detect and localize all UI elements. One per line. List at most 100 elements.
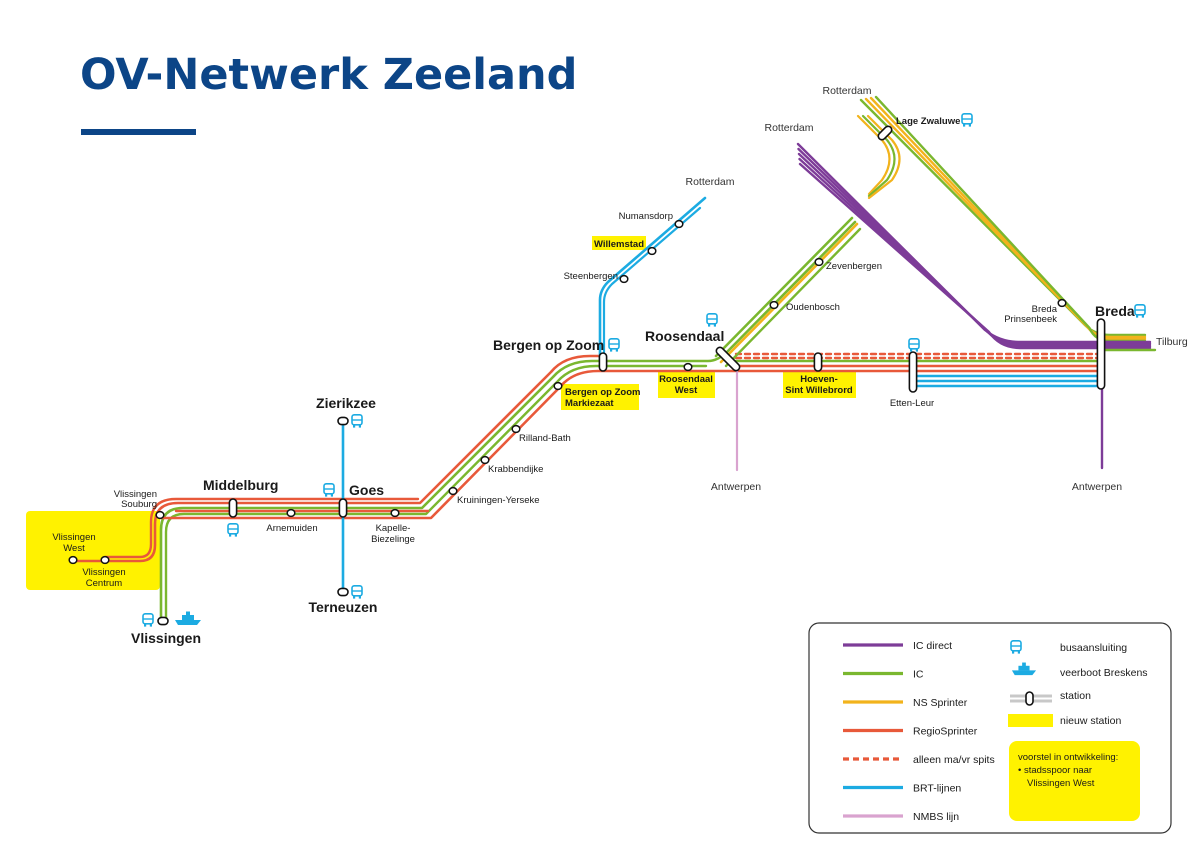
label-vlissingen: Vlissingen (131, 630, 201, 646)
station-breda-prinsenbeek (1057, 298, 1067, 308)
label-middelburg: Middelburg (203, 477, 278, 493)
legend-label-line-3: RegioSprinter (913, 726, 978, 738)
sprinter-line-zevenbergen (719, 222, 859, 364)
label-numansdorp: Numansdorp (619, 211, 673, 222)
label-bergen-op-zoom: Bergen op Zoom (493, 337, 604, 353)
station-vlissingen-west (68, 555, 78, 565)
station-rilland-bath (511, 424, 521, 434)
label-breda-prinsenbeek-1: Breda (1032, 304, 1058, 315)
station-breda-marker (1096, 318, 1106, 390)
station-lage-zwaluwe-marker (877, 125, 893, 141)
ferry-icon (175, 611, 201, 625)
ic-direct-line-4 (798, 162, 1152, 350)
lage-zwaluwe-curve-1 (861, 114, 896, 198)
station-kruiningen-yerseke-marker (448, 486, 458, 496)
label-willemstad: Willemstad (594, 239, 644, 250)
station-bergen-op-zoom-marker (598, 352, 608, 372)
title-underline (81, 129, 196, 135)
legend-label-line-1: IC (913, 669, 924, 681)
station-terneuzen-marker (337, 587, 349, 597)
station-bergen-op-zoom-markiezaat-marker (553, 381, 563, 391)
label-tilburg: Tilburg (1156, 336, 1188, 348)
station-krabbendijke-marker (480, 455, 490, 465)
rail-lines (70, 95, 1157, 622)
station-krabbendijke (480, 455, 490, 465)
lage-zwaluwe-line-1 (864, 97, 1147, 339)
legend-label-line-6: NMBS lijn (913, 811, 959, 823)
station-steenbergen (619, 274, 629, 284)
label-zierikzee: Zierikzee (316, 395, 376, 411)
station-bergen-op-zoom-markiezaat (553, 381, 563, 391)
bus-icon (142, 613, 154, 627)
station-steenbergen-marker (619, 274, 629, 284)
bus-icon (323, 483, 335, 497)
station-vlissingen-centrum-marker (100, 555, 110, 565)
station-kapelle-biezelinge (390, 508, 400, 518)
station-vlissingen-souburg-marker (155, 510, 165, 520)
station-zierikzee (337, 416, 349, 426)
station-vlissingen (157, 616, 169, 626)
bus-icon (908, 338, 920, 352)
legend-note-bullet: • stadsspoor naar (1018, 765, 1092, 776)
station-goes-marker (338, 498, 348, 518)
label-kapelle-2: Biezelinge (371, 534, 415, 545)
station-middelburg (228, 498, 238, 518)
ic-line-zevenbergen (714, 216, 854, 358)
station-hoeven-sint-willebrord-marker (813, 352, 823, 372)
station-icon (1010, 691, 1052, 706)
station-zevenbergen (814, 257, 824, 267)
station-vlissingen-marker (157, 616, 169, 626)
legend-label-ferry: veerboot Breskens (1060, 667, 1148, 679)
station-zevenbergen-marker (814, 257, 824, 267)
label-vlissingen-west-2: West (63, 543, 85, 554)
station-kruiningen-yerseke (448, 486, 458, 496)
station-lage-zwaluwe (877, 125, 893, 141)
ic-line-zevenbergen-2 (724, 227, 862, 368)
legend-label-new-station: nieuw station (1060, 715, 1121, 727)
station-labels: Vlissingen Vlissingen Souburg Vlissingen… (52, 85, 1188, 646)
bus-icon (961, 113, 973, 127)
label-hoeven-2: Sint Willebrord (785, 385, 853, 396)
label-hoeven-1: Hoeven- (800, 374, 837, 385)
legend-label-station: station (1060, 690, 1091, 702)
station-roosendaal-west (683, 362, 693, 372)
label-breda: Breda (1095, 303, 1135, 319)
legend-label-line-0: IC direct (913, 640, 952, 652)
station-rilland-bath-marker (511, 424, 521, 434)
station-vlissingen-souburg (155, 510, 165, 520)
label-steenbergen: Steenbergen (564, 271, 618, 282)
label-antwerpen-roosendaal: Antwerpen (711, 481, 761, 493)
legend-symbol-entries: busaansluiting veerboot Breskens station… (1008, 640, 1148, 821)
station-hoeven-sint-willebrord (813, 352, 823, 372)
new-station-highlights (26, 236, 856, 590)
station-willemstad-marker (647, 246, 657, 256)
highlight-vlissingen-west (26, 511, 160, 590)
station-vlissingen-west-marker (68, 555, 78, 565)
label-vlissingen-centrum-2: Centrum (86, 578, 123, 589)
bus-icon (608, 338, 620, 352)
legend-label-line-5: BRT-lijnen (913, 783, 961, 795)
label-arnemuiden: Arnemuiden (266, 523, 317, 534)
label-krabbendijke: Krabbendijke (488, 464, 543, 475)
label-rotterdam-brt: Rotterdam (685, 176, 734, 188)
station-willemstad (647, 246, 657, 256)
regiosprinter-line-vlissingen-west (103, 497, 420, 559)
station-kapelle-biezelinge-marker (390, 508, 400, 518)
highlight-roosendaal-west (658, 372, 715, 398)
label-kapelle-1: Kapelle- (376, 523, 411, 534)
label-zevenbergen: Zevenbergen (826, 261, 882, 272)
label-terneuzen: Terneuzen (309, 599, 378, 615)
station-zierikzee-marker (337, 416, 349, 426)
page-title: OV-Netwerk Zeeland (80, 50, 578, 100)
bus-icon (351, 585, 363, 599)
label-markiezaat-1: Bergen op Zoom (565, 387, 640, 398)
brt-line-rotterdam (598, 196, 707, 358)
label-goes: Goes (349, 482, 384, 498)
station-roosendaal-west-marker (683, 362, 693, 372)
legend-note-box (1009, 741, 1140, 821)
brt-line-rotterdam-2 (602, 206, 702, 358)
label-antwerpen-breda: Antwerpen (1072, 481, 1122, 493)
station-etten-leur (908, 351, 918, 393)
